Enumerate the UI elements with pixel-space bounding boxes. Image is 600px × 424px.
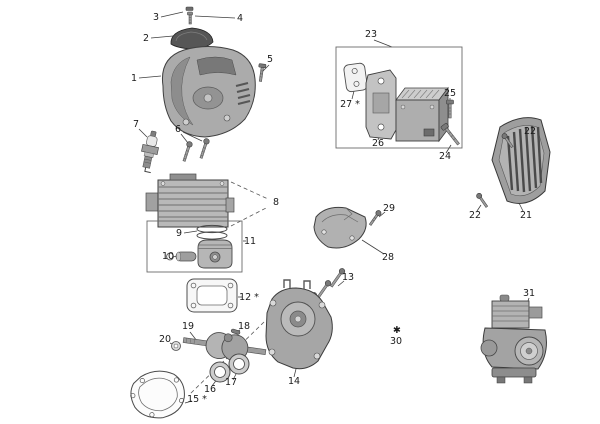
spark-plug xyxy=(141,130,159,174)
crankcase-gasket xyxy=(130,370,185,419)
callout-19: 19 xyxy=(182,321,194,332)
cylinder xyxy=(145,173,235,228)
callout-8: 8 xyxy=(273,197,279,208)
shield-screw xyxy=(368,210,382,226)
heat-shield xyxy=(313,206,367,249)
callout-16: 16 xyxy=(204,384,216,395)
callout-6: 6 xyxy=(175,124,181,135)
crankcase xyxy=(265,279,333,370)
callout-31: 31 xyxy=(523,288,535,299)
callout-12: 12 * xyxy=(239,292,259,303)
top-cover xyxy=(170,27,214,50)
starter-housing xyxy=(491,117,551,204)
bearing-16 xyxy=(209,361,231,383)
callout-9: 9 xyxy=(176,228,182,239)
callout-5: 5 xyxy=(267,54,273,65)
callout-10: 10 xyxy=(162,251,174,262)
callout-18: 18 xyxy=(238,321,250,332)
engine-shroud xyxy=(161,46,256,138)
callout-7: 7 xyxy=(133,119,139,130)
callout-3: 3 xyxy=(153,12,159,23)
callout-1: 1 xyxy=(131,73,137,84)
callout-30-asterisk: ✱ xyxy=(393,325,401,336)
callout-23: 23 xyxy=(365,29,377,40)
piston-kit-box xyxy=(146,220,243,273)
callout-2: 2 xyxy=(143,33,149,44)
short-block-engine xyxy=(480,294,547,384)
starter-screw-bottom xyxy=(476,193,489,208)
callout-13: 13 xyxy=(342,272,354,283)
callout-15: 15 * xyxy=(187,394,207,405)
cylinder-gasket xyxy=(186,278,238,313)
callout-28: 28 xyxy=(382,252,394,263)
callout-11: 11 xyxy=(244,236,256,247)
piston xyxy=(197,239,233,269)
callout-21: 21 xyxy=(520,210,532,221)
callout-labels: 3 4 2 1 5 7 6 8 9 10 11 12 * 23 27 * 26 … xyxy=(131,12,536,405)
callout-22-bottom: 22 xyxy=(469,210,481,221)
starter-screw-top xyxy=(501,133,514,149)
muffler-kit-box xyxy=(335,46,463,149)
shroud-screws xyxy=(182,138,210,162)
callout-25: 25 xyxy=(444,88,456,99)
muffler-bracket xyxy=(365,69,397,140)
muffler-screw xyxy=(446,99,454,119)
crankshaft xyxy=(182,332,267,362)
crankshaft-washer xyxy=(171,341,181,351)
callout-24: 24 xyxy=(439,151,451,162)
muffler-bolt xyxy=(440,122,460,146)
callout-17: 17 xyxy=(225,377,237,388)
cover-screw xyxy=(185,6,194,25)
muffler xyxy=(395,86,449,143)
bearing-17 xyxy=(228,353,250,375)
shroud-screw xyxy=(258,63,267,82)
callout-20: 20 xyxy=(159,334,171,345)
woodruff-key xyxy=(230,328,241,335)
callout-4: 4 xyxy=(237,13,243,24)
callout-27: 27 * xyxy=(340,99,360,110)
muffler-gasket xyxy=(343,62,368,93)
callout-26: 26 xyxy=(372,138,384,149)
callout-29: 29 xyxy=(383,203,395,214)
callout-30: 30 xyxy=(390,336,402,347)
callout-14: 14 xyxy=(288,376,300,387)
piston-pin xyxy=(166,251,197,262)
callout-22-top: 22 xyxy=(524,126,536,137)
piston-rings xyxy=(196,224,228,240)
